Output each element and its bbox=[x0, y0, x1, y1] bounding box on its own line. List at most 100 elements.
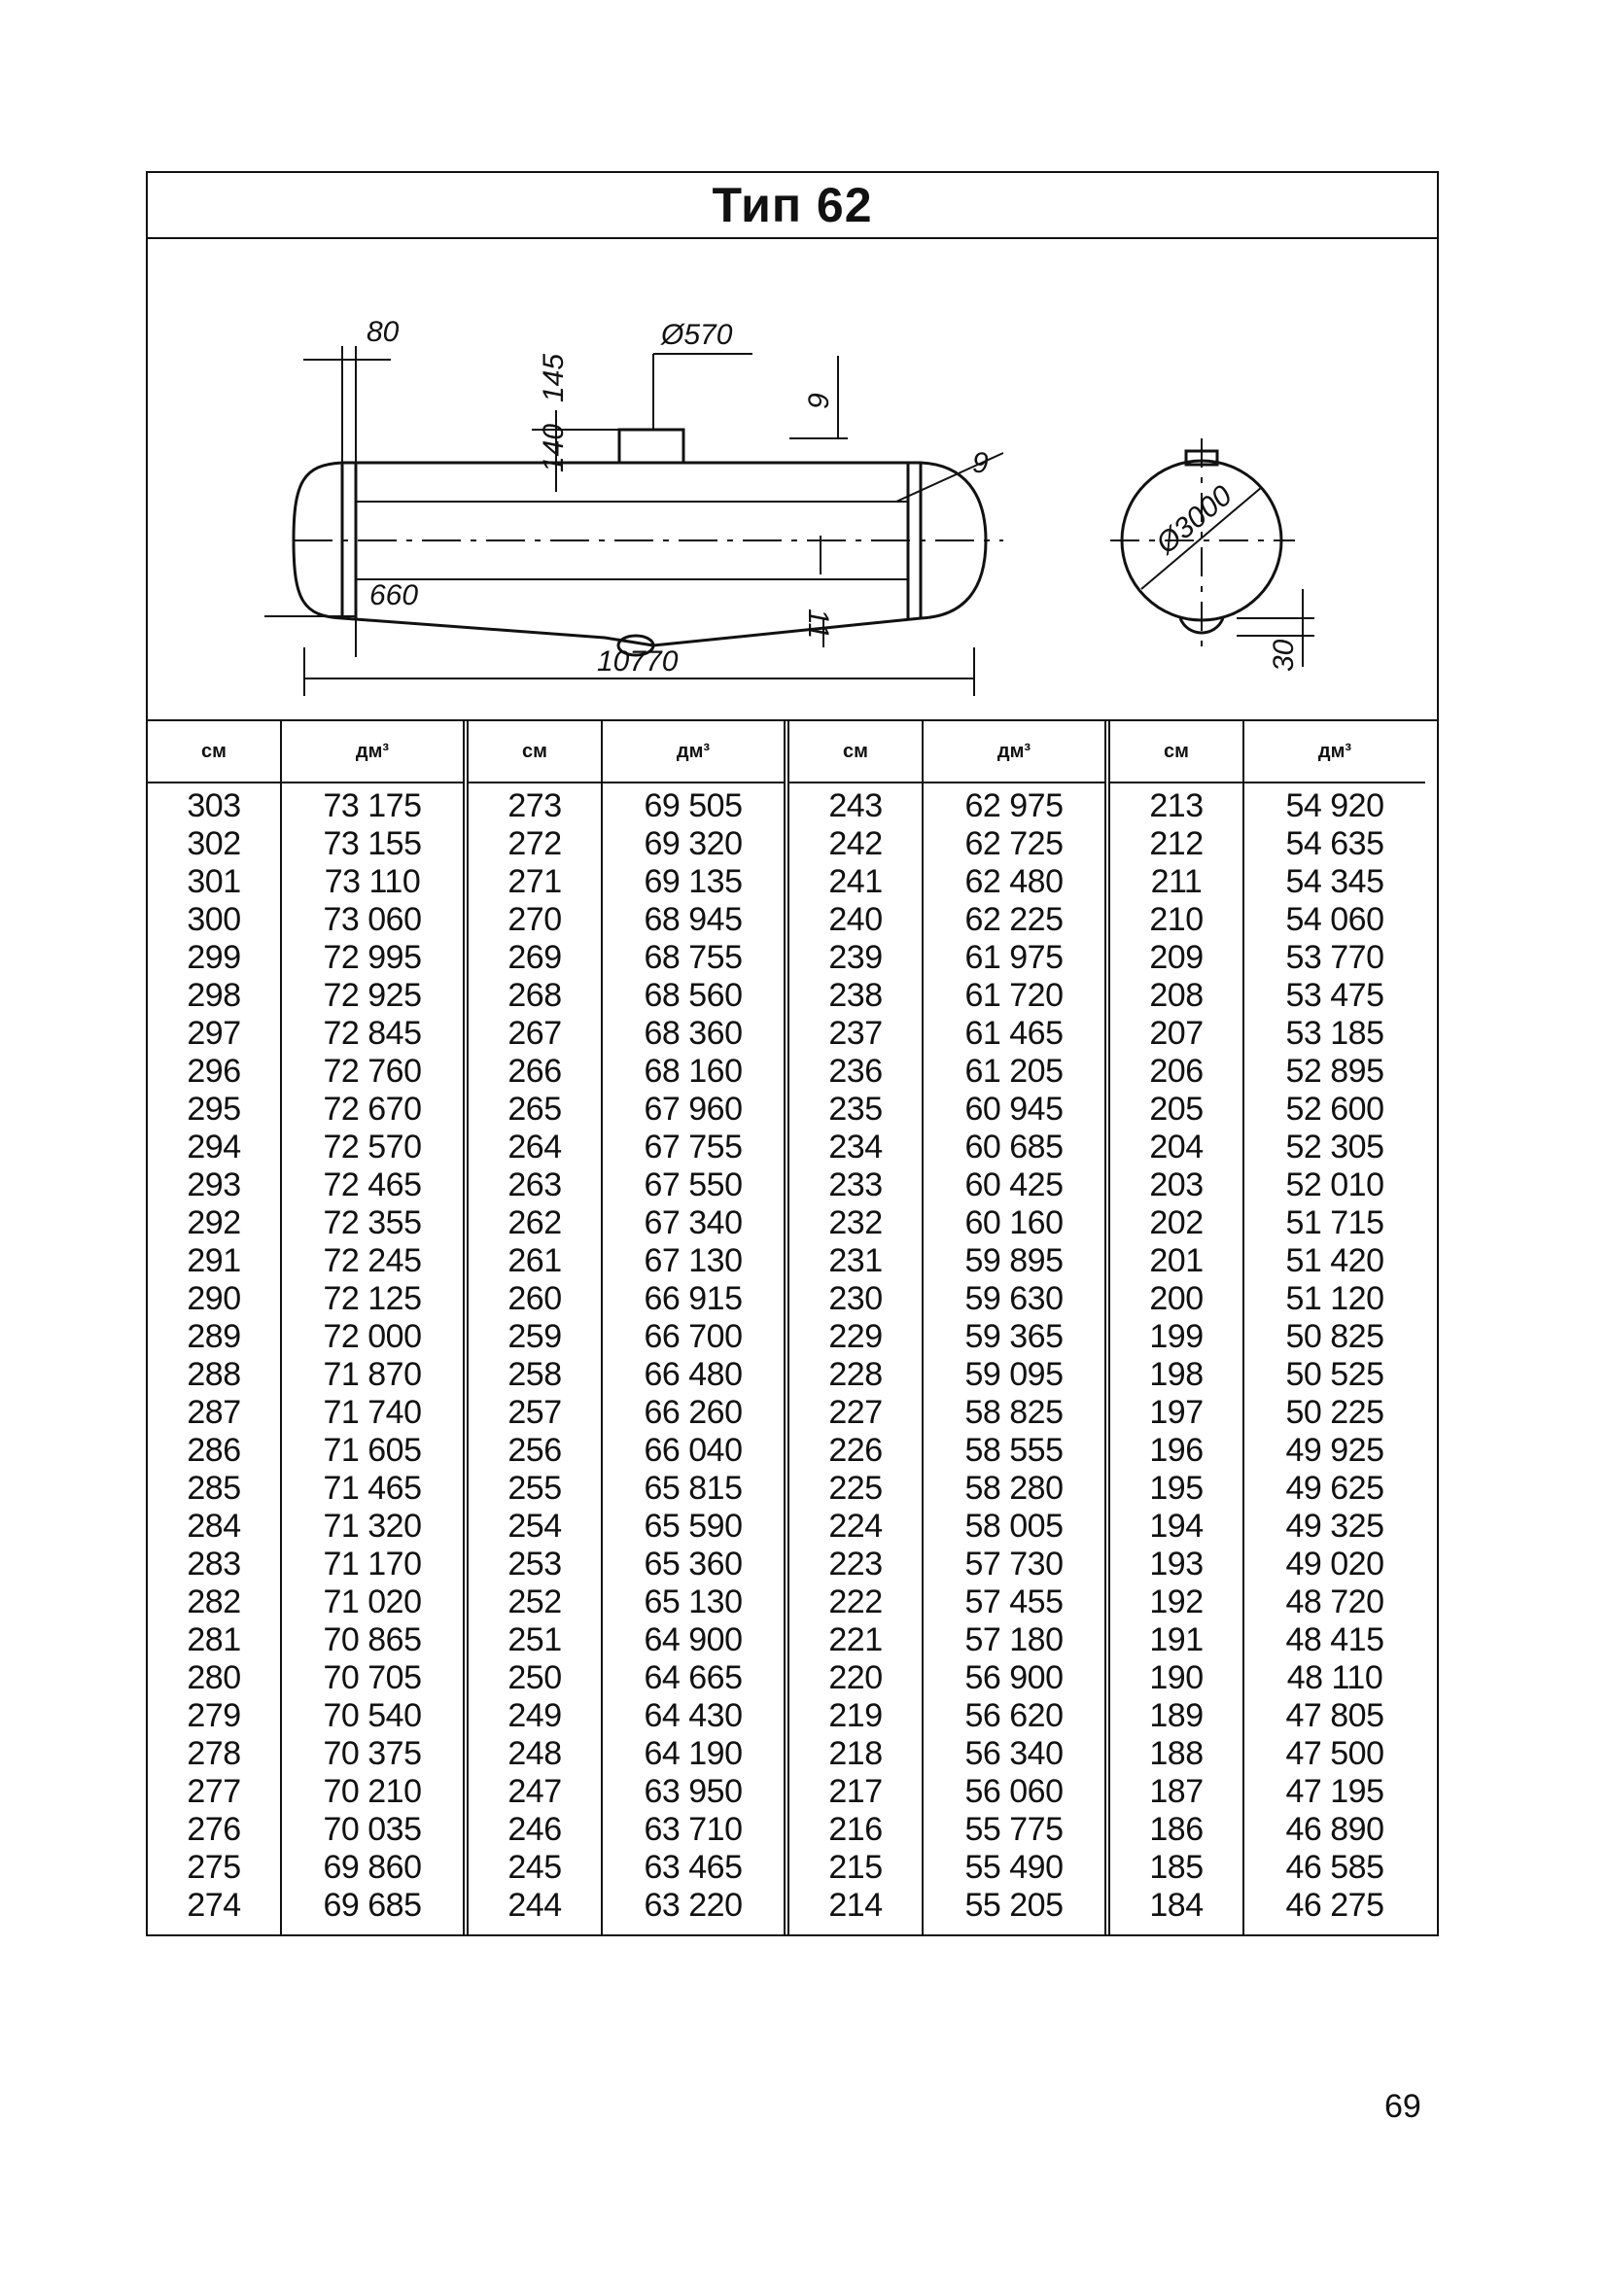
level-cm-cell: 198 bbox=[1149, 1356, 1204, 1393]
level-cm-cell: 225 bbox=[828, 1470, 883, 1507]
volume-dm3-cell: 69 860 bbox=[323, 1849, 423, 1886]
dim-diameter: Ø3000 bbox=[1150, 479, 1239, 561]
volume-dm3-cell: 56 060 bbox=[964, 1773, 1065, 1810]
tank-end-view bbox=[1120, 459, 1283, 622]
volume-dm3-cell: 58 005 bbox=[964, 1508, 1065, 1545]
volume-dm3-cell: 50 525 bbox=[1285, 1356, 1385, 1393]
level-cm-cell: 261 bbox=[507, 1242, 562, 1279]
volume-dm3-cell: 59 630 bbox=[964, 1280, 1065, 1317]
level-cm-cell: 267 bbox=[507, 1015, 562, 1052]
volume-dm3-cell: 48 110 bbox=[1286, 1659, 1383, 1696]
level-cm-cell: 255 bbox=[507, 1470, 562, 1507]
level-cm-cell: 274 bbox=[187, 1887, 241, 1924]
volume-dm3-cell: 53 475 bbox=[1285, 977, 1385, 1014]
level-cm-cell: 210 bbox=[1149, 901, 1204, 938]
volume-dm3-cell: 70 865 bbox=[323, 1621, 423, 1658]
level-cm-cell: 271 bbox=[507, 863, 562, 900]
level-cm-cell: 240 bbox=[828, 901, 883, 938]
level-cm-cell: 299 bbox=[187, 939, 241, 976]
volume-dm3-cell: 56 340 bbox=[964, 1735, 1065, 1772]
dim-length: 10770 bbox=[597, 645, 679, 678]
column-header: см bbox=[1110, 721, 1242, 783]
volume-dm3-cell: 71 740 bbox=[323, 1394, 423, 1431]
level-cm-cell: 265 bbox=[507, 1091, 562, 1128]
volume-dm3-cell: 73 110 bbox=[324, 863, 421, 900]
volume-dm3-cell: 65 130 bbox=[644, 1583, 744, 1620]
volume-dm3-cell: 52 305 bbox=[1285, 1129, 1385, 1165]
level-cm-cell: 201 bbox=[1149, 1242, 1204, 1279]
volume-dm3-cell: 62 725 bbox=[964, 825, 1065, 862]
volume-dm3-cell: 49 925 bbox=[1285, 1432, 1385, 1469]
dim-11: 11 bbox=[802, 609, 834, 639]
volume-dm3-cell: 49 020 bbox=[1285, 1546, 1385, 1583]
level-cm-cell: 291 bbox=[187, 1242, 241, 1279]
level-cm-cell: 247 bbox=[507, 1773, 562, 1810]
volume-dm3-cell: 72 125 bbox=[323, 1280, 423, 1317]
level-cm-cell: 236 bbox=[828, 1053, 883, 1090]
level-cm-cell: 238 bbox=[828, 977, 883, 1014]
volume-dm3-cell: 57 730 bbox=[964, 1546, 1065, 1583]
level-cm-cell: 190 bbox=[1149, 1659, 1204, 1696]
volume-dm3-cell: 69 320 bbox=[644, 825, 744, 862]
volume-dm3-cell: 56 620 bbox=[964, 1697, 1065, 1734]
level-cm-cell: 212 bbox=[1149, 825, 1204, 862]
volume-dm3-cell: 71 605 bbox=[323, 1432, 423, 1469]
level-cm-cell: 279 bbox=[187, 1697, 241, 1734]
volume-dm3-cell: 70 035 bbox=[323, 1811, 423, 1848]
level-cm-cell: 228 bbox=[828, 1356, 883, 1393]
level-cm-cell: 290 bbox=[187, 1280, 241, 1317]
dim-80: 80 bbox=[367, 316, 400, 348]
level-cm-cell: 233 bbox=[828, 1166, 883, 1203]
level-cm-cell: 226 bbox=[828, 1432, 883, 1469]
level-cm-cell: 232 bbox=[828, 1204, 883, 1241]
volume-dm3-cell: 71 870 bbox=[323, 1356, 423, 1393]
volume-dm3-cell: 72 355 bbox=[323, 1204, 423, 1241]
volume-dm3-cell: 58 825 bbox=[964, 1394, 1065, 1431]
volume-dm3-cell: 72 465 bbox=[323, 1166, 423, 1203]
volume-dm3-cell: 67 130 bbox=[644, 1242, 744, 1279]
volume-dm3-cell: 73 175 bbox=[323, 787, 423, 824]
volume-dm3-cell: 73 060 bbox=[323, 901, 423, 938]
level-cm-cell: 254 bbox=[507, 1508, 562, 1545]
level-cm-cell: 298 bbox=[187, 977, 241, 1014]
level-cm-cell: 253 bbox=[507, 1546, 562, 1583]
level-cm-cell: 197 bbox=[1149, 1394, 1204, 1431]
volume-dm3-cell: 63 710 bbox=[644, 1811, 744, 1848]
volume-dm3-cell: 72 245 bbox=[323, 1242, 423, 1279]
volume-dm3-cell: 66 480 bbox=[644, 1356, 744, 1393]
level-cm-cell: 215 bbox=[828, 1849, 883, 1886]
volume-dm3-cell: 49 625 bbox=[1285, 1470, 1385, 1507]
dim-145: 145 bbox=[538, 354, 570, 402]
level-cm-cell: 208 bbox=[1149, 977, 1204, 1014]
volume-dm3-cell: 63 465 bbox=[644, 1849, 744, 1886]
level-cm-cell: 282 bbox=[187, 1583, 241, 1620]
level-cm-cell: 245 bbox=[507, 1849, 562, 1886]
volume-dm3-cell: 70 705 bbox=[323, 1659, 423, 1696]
level-cm-cell: 219 bbox=[828, 1697, 883, 1734]
level-cm-cell: 204 bbox=[1149, 1129, 1204, 1165]
level-cm-cell: 205 bbox=[1149, 1091, 1204, 1128]
level-cm-cell: 203 bbox=[1149, 1166, 1204, 1203]
volume-dm3-cell: 56 900 bbox=[964, 1659, 1065, 1696]
level-cm-cell: 268 bbox=[507, 977, 562, 1014]
level-cm-cell: 185 bbox=[1149, 1849, 1204, 1886]
volume-dm3-cell: 70 375 bbox=[323, 1735, 423, 1772]
volume-dm3-cell: 61 720 bbox=[964, 977, 1065, 1014]
volume-dm3-cell: 51 120 bbox=[1285, 1280, 1385, 1317]
volume-dm3-cell: 61 205 bbox=[964, 1053, 1065, 1090]
volume-dm3-cell: 57 180 bbox=[964, 1621, 1065, 1658]
sheet-title: Тип 62 bbox=[148, 173, 1437, 239]
level-cm-cell: 213 bbox=[1149, 787, 1204, 824]
level-cm-cell: 191 bbox=[1149, 1621, 1204, 1658]
volume-dm3-cell: 59 895 bbox=[964, 1242, 1065, 1279]
tank-drawing: 80 145 140 Ø570 9 9 660 10770 11 Ø3000 3… bbox=[148, 239, 1437, 721]
